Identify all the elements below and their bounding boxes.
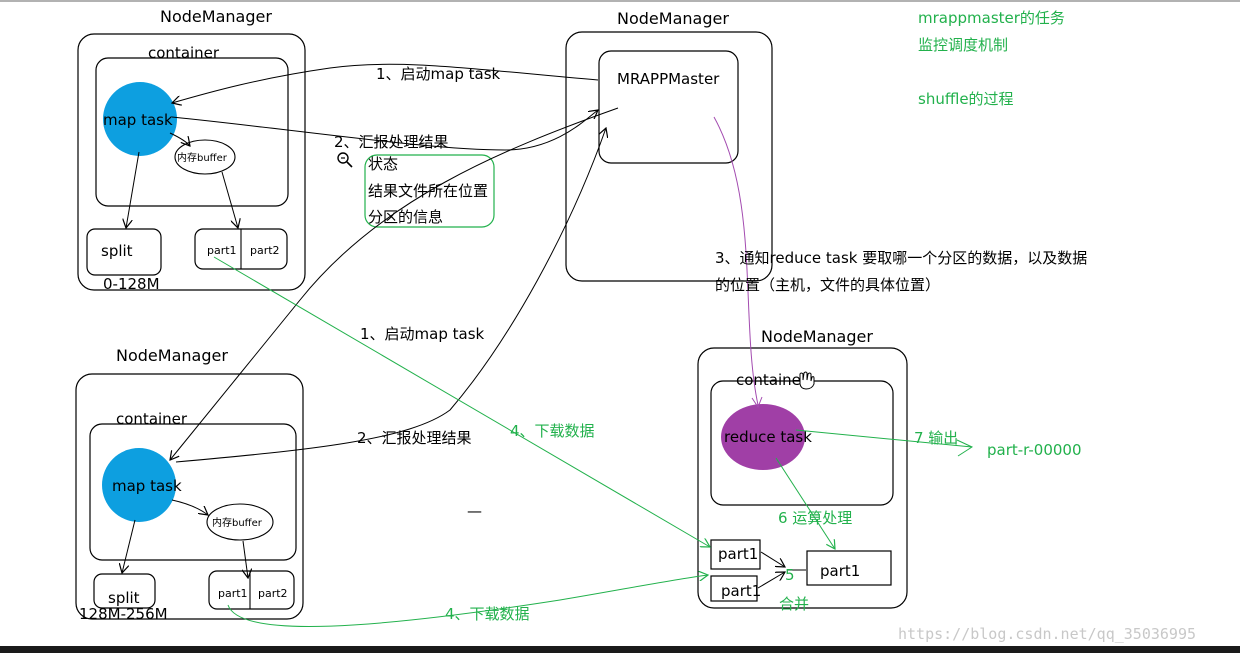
reduce-task-label: reduce task: [724, 428, 812, 446]
label-download-1: 4、下载数据: [510, 422, 595, 440]
node3-part1-a: [710, 539, 761, 570]
node2-container-label: container: [116, 410, 188, 428]
node2-map-task: [102, 448, 176, 522]
node3-container-label: containe: [736, 371, 801, 389]
label-notify-line-1: 3、通知reduce task 要取哪一个分区的数据，以及数据: [715, 249, 1087, 267]
label-output: 7 输出: [914, 429, 958, 447]
note-line-2: 监控调度机制: [918, 36, 1008, 54]
reduce-task: [721, 404, 805, 470]
arrow-download-2: [227, 575, 708, 628]
node2-part2: part2: [258, 587, 288, 600]
node1-buffer-label: 内存buffer: [177, 151, 228, 164]
label-compute: 6 运算处理: [778, 509, 852, 527]
arrow-start-map-task-1: [172, 63, 599, 103]
arrow-notify-reduce: [713, 116, 759, 406]
node-manager-3: NodeManager containe reduce task part1 p…: [697, 327, 908, 613]
node1-map-task: [103, 82, 177, 156]
master-node-box: [565, 31, 773, 282]
node2-part1: part1: [218, 587, 248, 600]
arrow-compute: [775, 457, 835, 549]
zoom-out-icon: [337, 152, 353, 168]
node1-range: 0-128M: [103, 275, 160, 293]
node2-map-task-label: map task: [112, 477, 182, 495]
mrappmaster-label: MRAPPMaster: [617, 70, 720, 88]
master-title: NodeManager: [617, 9, 729, 28]
node-manager-master: NodeManager MRAPPMaster: [565, 9, 773, 282]
note-line-3: shuffle的过程: [918, 90, 1014, 108]
stray-dash: —: [467, 502, 482, 520]
node1-container-box: [95, 57, 289, 207]
arrow-download-1: [213, 256, 710, 547]
bottom-border: [0, 646, 1240, 653]
label-notify-line-2: 的位置（主机，文件的具体位置）: [715, 276, 940, 294]
node3-box: [697, 347, 908, 609]
node2-split-label: split: [108, 589, 140, 607]
node1-part2: part2: [250, 244, 280, 257]
status-callout: 状态 结果文件所在位置 分区的信息: [364, 154, 495, 228]
status-line-2: 结果文件所在位置: [368, 182, 488, 200]
mrappmaster-box: [598, 50, 739, 164]
label-download-2: 4、下载数据: [445, 605, 530, 623]
arrow-report-1: [171, 110, 598, 151]
node1-part1: part1: [207, 244, 237, 257]
merge-label: 合并: [779, 595, 809, 613]
node3-part1-a-label: part1: [718, 545, 758, 563]
node2-range: 128M-256M: [79, 605, 168, 623]
node1-split-label: split: [101, 242, 133, 260]
node-manager-2: NodeManager container map task 内存buffer …: [75, 346, 304, 623]
notes: mrappmaster的任务 监控调度机制 shuffle的过程: [918, 9, 1065, 108]
hand-cursor-icon: [799, 371, 815, 390]
node3-part1-b-label: part1: [721, 582, 761, 600]
node2-buffer: [206, 503, 274, 541]
node3-merged-part1: [806, 550, 892, 586]
label-start-map-task-2: 1、启动map task: [360, 325, 485, 343]
node2-container-box: [89, 423, 297, 561]
note-line-1: mrappmaster的任务: [918, 9, 1065, 27]
arrow-output: [795, 429, 973, 448]
node2-title: NodeManager: [116, 346, 228, 365]
node1-map-task-label: map task: [103, 111, 173, 129]
arrow-start-map-task-2: [170, 107, 619, 460]
label-start-map-task-1: 1、启动map task: [376, 65, 501, 83]
output-file: part-r-00000: [987, 441, 1082, 459]
status-line-1: 状态: [368, 155, 398, 173]
status-line-3: 分区的信息: [368, 208, 443, 226]
node2-buffer-label: 内存buffer: [212, 516, 263, 529]
node1-title: NodeManager: [160, 7, 272, 26]
node3-title: NodeManager: [761, 327, 873, 346]
node1-box: [77, 33, 306, 291]
arrow-report-2: [175, 128, 606, 463]
node3-merged-label: part1: [820, 562, 860, 580]
watermark: https://blog.csdn.net/qq_35036995: [898, 625, 1196, 643]
node2-box: [75, 373, 304, 620]
label-report-2: 2、汇报处理结果: [357, 429, 472, 447]
node-manager-1: NodeManager container map task 内存buffer …: [77, 7, 306, 293]
node1-buffer: [174, 139, 236, 175]
node3-part1-b: [710, 575, 758, 602]
merge-number: 5: [785, 566, 795, 584]
node1-container-label: container: [148, 44, 220, 62]
label-report-1: 2、汇报处理结果: [334, 133, 449, 151]
